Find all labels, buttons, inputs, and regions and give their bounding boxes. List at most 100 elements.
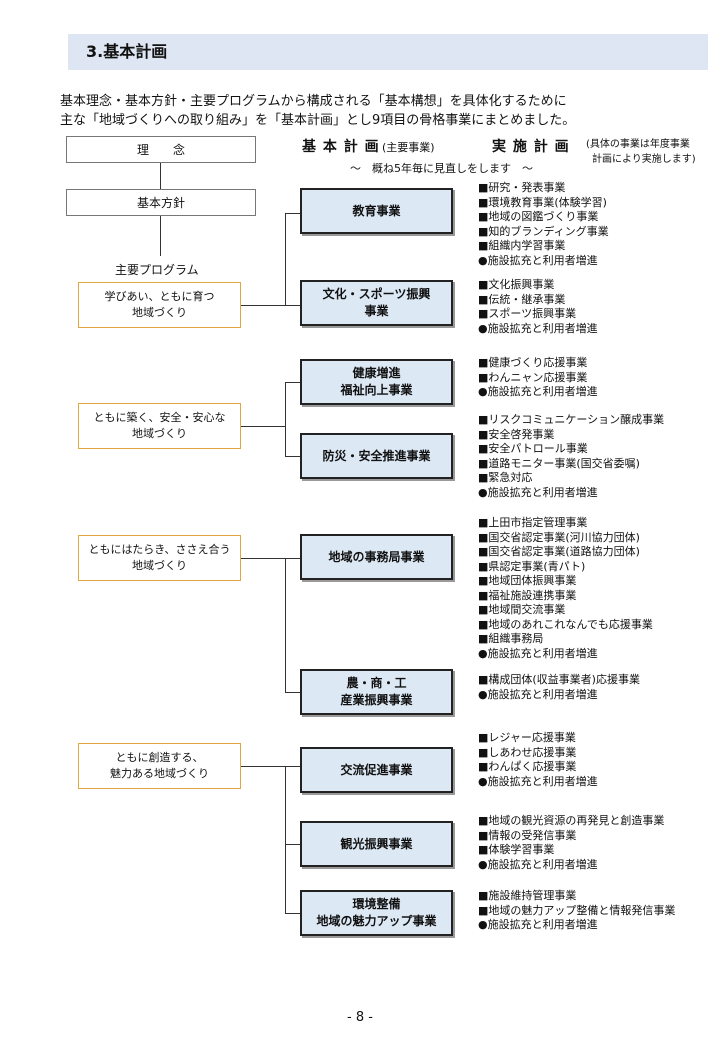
list-item: ■県認定事業(青パト) bbox=[478, 559, 586, 573]
business-box: 観光振興事業 bbox=[300, 821, 453, 867]
list-item: ●施設拡充と利用者増進 bbox=[478, 774, 598, 788]
business-line-1: 交流促進事業 bbox=[340, 762, 413, 777]
program-box: ともにはたらき、ささえ合う地域づくり bbox=[78, 535, 241, 581]
business-box: 防災・安全推進事業 bbox=[300, 433, 453, 479]
intro-line-2: 主な「地域づくりへの取り組み」を「基本計画」とし9項目の骨格事業にまとめました。 bbox=[60, 113, 576, 128]
list-item: ■地域の観光資源の再発見と創造事業 bbox=[478, 814, 665, 827]
connector-line bbox=[285, 382, 300, 383]
program-box: ともに創造する、魅力ある地域づくり bbox=[78, 743, 241, 789]
business-line-1: 観光振興事業 bbox=[340, 836, 413, 851]
impl-header-note-1: (具体の事業は年度事業 bbox=[586, 139, 690, 150]
connector-line bbox=[285, 213, 286, 306]
list-item: ■わんニャン応援事業 bbox=[478, 370, 588, 384]
business-line-1: 文化・スポーツ振興 bbox=[322, 287, 431, 301]
business-line-1: 教育事業 bbox=[352, 203, 401, 218]
business-box: 文化・スポーツ振興事業 bbox=[300, 280, 453, 326]
business-box: 交流促進事業 bbox=[300, 747, 453, 793]
business-items: ■リスクコミュニケーション醸成事業 ■安全啓発事業 ■安全パトロール事業 ■道路… bbox=[478, 413, 664, 500]
business-line-2: 福祉向上事業 bbox=[340, 383, 413, 397]
program-label: 主要プログラム bbox=[115, 263, 199, 277]
list-item: ■環境教育事業(体験学習) bbox=[478, 195, 607, 209]
connector-line bbox=[285, 766, 286, 914]
review-note: ～ 概ね5年毎に見直しをします ～ bbox=[350, 162, 533, 175]
list-item: ■構成団体(収益事業者)応援事業 bbox=[478, 673, 640, 686]
list-item: ●施設拡充と利用者増進 bbox=[478, 385, 598, 398]
business-items: ■文化振興事業 ■伝統・継承事業 ■スポーツ振興事業 ●施設拡充と利用者増進 bbox=[478, 278, 598, 336]
connector-line bbox=[285, 913, 300, 914]
business-items: ■健康づくり応援事業 ■わんニャン応援事業 ●施設拡充と利用者増進 bbox=[478, 356, 598, 400]
business-box: 地域の事務局事業 bbox=[300, 534, 453, 580]
list-item: ■地域の図鑑づくり事業 bbox=[478, 210, 599, 223]
plan-header-sub: (主要事業) bbox=[382, 141, 435, 154]
program-line-1: ともに築く、安全・安心な bbox=[93, 411, 226, 424]
connector-line bbox=[285, 456, 300, 457]
list-item: ■健康づくり応援事業 bbox=[478, 356, 588, 369]
rinen-label: 理 念 bbox=[136, 143, 185, 157]
business-box: 健康増進福祉向上事業 bbox=[300, 359, 453, 405]
list-item: ■安全啓発事業 bbox=[478, 427, 555, 441]
list-item: ●施設拡充と利用者増進 bbox=[478, 857, 598, 871]
list-item: ■伝統・継承事業 bbox=[478, 292, 566, 306]
program-line-2: 地域づくり bbox=[132, 306, 187, 319]
program-line-1: 学びあい、ともに育つ bbox=[104, 290, 215, 303]
list-item: ■地域間交流事業 bbox=[478, 603, 566, 616]
business-box: 農・商・工産業振興事業 bbox=[300, 669, 453, 715]
program-line-1: ともにはたらき、ささえ合う bbox=[88, 543, 231, 556]
intro-line-1: 基本理念・基本方針・主要プログラムから構成される「基本構想」を具体化するために bbox=[60, 94, 567, 109]
list-item: ■施設維持管理事業 bbox=[478, 889, 577, 902]
connector-line bbox=[285, 844, 300, 845]
list-item: ■地域団体振興事業 bbox=[478, 574, 577, 587]
business-line-2: 産業振興事業 bbox=[340, 693, 413, 707]
list-item: ■体験学習事業 bbox=[478, 843, 555, 856]
business-line-1: 地域の事務局事業 bbox=[328, 549, 425, 564]
program-line-2: 地域づくり bbox=[131, 559, 187, 572]
list-item: ■スポーツ振興事業 bbox=[478, 307, 577, 320]
list-item: ●施設拡充と利用者増進 bbox=[478, 485, 598, 499]
business-box: 環境整備地域の魅力アップ事業 bbox=[300, 890, 453, 936]
list-item: ●施設拡充と利用者増進 bbox=[478, 253, 598, 267]
list-item: ●施設拡充と利用者増進 bbox=[478, 646, 598, 660]
connector-line bbox=[241, 426, 285, 427]
plan-header-title: 基 本 計 画 bbox=[302, 139, 380, 155]
rinen-box: 理 念 bbox=[66, 136, 256, 163]
list-item: ■わんぱく応援事業 bbox=[478, 760, 577, 773]
business-items: ■上田市指定管理事業 ■国交省認定事業(河川協力団体) ■国交省認定事業(道路協… bbox=[478, 516, 653, 661]
list-item: ●施設拡充と利用者増進 bbox=[478, 321, 598, 335]
business-items: ■地域の観光資源の再発見と創造事業 ■情報の受発信事業 ■体験学習事業 ●施設拡… bbox=[478, 814, 664, 872]
list-item: ■道路モニター事業(国交省委嘱) bbox=[478, 456, 640, 470]
list-item: ■組織内学習事業 bbox=[478, 239, 566, 252]
connector-line bbox=[241, 766, 300, 767]
program-box: ともに築く、安全・安心な地域づくり bbox=[78, 403, 241, 449]
list-item: ■知的ブランディング事業 bbox=[478, 224, 609, 238]
list-item: ■国交省認定事業(道路協力団体) bbox=[478, 545, 640, 558]
list-item: ■情報の受発信事業 bbox=[478, 828, 577, 842]
program-line-2: 地域づくり bbox=[132, 427, 187, 440]
list-item: ■緊急対応 bbox=[478, 471, 533, 484]
list-item: ■組織事務局 bbox=[478, 632, 544, 645]
list-item: ■しあわせ応援事業 bbox=[478, 745, 577, 759]
impl-header-title: 実 施 計 画 bbox=[492, 139, 570, 155]
business-items: ■構成団体(収益事業者)応援事業 ●施設拡充と利用者増進 bbox=[478, 673, 640, 702]
business-line-1: 防災・安全推進事業 bbox=[322, 448, 431, 463]
business-items: ■施設維持管理事業 ■地域の魅力アップ整備と情報発信事業 ●施設拡充と利用者増進 bbox=[478, 889, 675, 933]
impl-header-note-2: 計画により実施します) bbox=[592, 154, 696, 165]
houshin-box: 基本方針 bbox=[66, 189, 256, 216]
business-items: ■レジャー応援事業 ■しあわせ応援事業 ■わんぱく応援事業 ●施設拡充と利用者増… bbox=[478, 731, 598, 789]
connector-line bbox=[241, 558, 300, 559]
connector-line bbox=[285, 305, 300, 306]
program-box: 学びあい、ともに育つ地域づくり bbox=[78, 282, 241, 328]
connector-line bbox=[285, 382, 286, 457]
page-number: - 8 - bbox=[347, 1010, 373, 1025]
business-line-1: 環境整備 bbox=[352, 897, 401, 911]
section-title: 3.基本計画 bbox=[68, 34, 708, 70]
program-line-1: ともに創造する、 bbox=[115, 751, 204, 764]
list-item: ●施設拡充と利用者増進 bbox=[478, 687, 598, 701]
business-line-1: 農・商・工 bbox=[346, 676, 407, 690]
list-item: ■国交省認定事業(河川協力団体) bbox=[478, 530, 640, 544]
list-item: ■レジャー応援事業 bbox=[478, 731, 576, 744]
business-line-2: 事業 bbox=[364, 304, 389, 318]
business-items: ■研究・発表事業 ■環境教育事業(体験学習) ■地域の図鑑づくり事業 ■知的ブラ… bbox=[478, 181, 609, 268]
connector-line bbox=[241, 305, 285, 306]
list-item: ●施設拡充と利用者増進 bbox=[478, 918, 598, 931]
business-line-2: 地域の魅力アップ事業 bbox=[316, 914, 437, 928]
